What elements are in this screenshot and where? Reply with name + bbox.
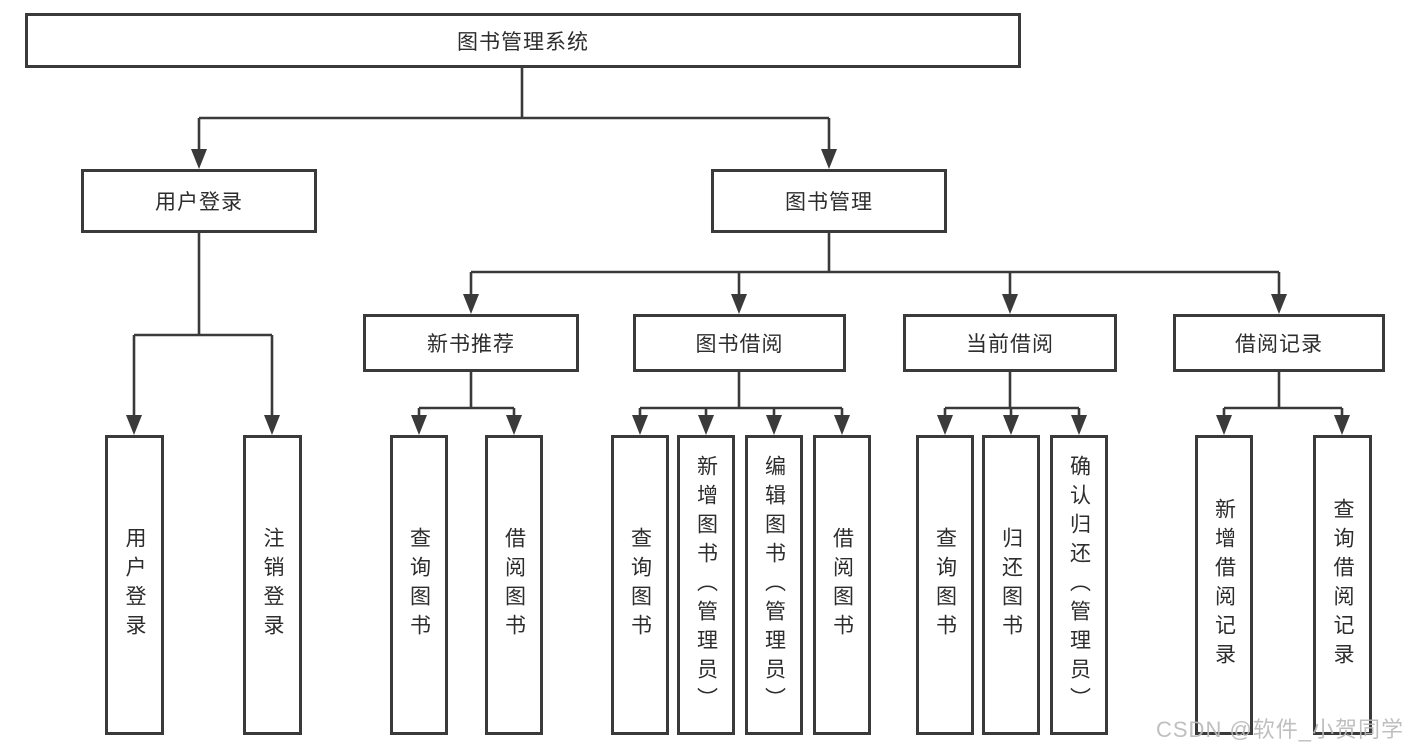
node-borrowing-records: 借阅记录 bbox=[1173, 314, 1385, 372]
arrow-down-icon bbox=[731, 294, 747, 314]
node-label: 用户登录 bbox=[123, 527, 146, 643]
node-label: 查询图书 bbox=[933, 527, 957, 643]
leaf-borrow-books-recommend: 借阅图书 bbox=[485, 435, 543, 735]
arrow-down-icon bbox=[632, 415, 648, 435]
leaf-logout: 注销登录 bbox=[243, 435, 302, 735]
node-label: 查询图书 bbox=[628, 527, 652, 643]
leaf-borrow-books: 借阅图书 bbox=[813, 435, 871, 735]
arrow-down-icon bbox=[1334, 415, 1350, 435]
leaf-add-book-admin: 新增图书（管理员） bbox=[677, 435, 735, 735]
node-label: 新增借阅记录 bbox=[1212, 498, 1236, 672]
arrow-down-icon bbox=[506, 415, 522, 435]
connector-new-book-recommend bbox=[417, 372, 516, 418]
connector-user-login bbox=[132, 233, 274, 418]
leaf-query-books-borrowing: 查询图书 bbox=[611, 435, 669, 735]
arrow-down-icon bbox=[264, 415, 280, 435]
node-label: 归还图书 bbox=[999, 527, 1023, 643]
leaf-query-books-recommend: 查询图书 bbox=[390, 435, 448, 735]
arrowheads bbox=[126, 149, 1350, 435]
node-label: 用户登录 bbox=[155, 191, 243, 214]
connector-current-borrowing bbox=[943, 372, 1081, 418]
node-label: 新书推荐 bbox=[427, 333, 515, 356]
node-label: 借阅图书 bbox=[830, 527, 854, 643]
leaf-query-books-current: 查询图书 bbox=[916, 435, 974, 735]
node-user-login: 用户登录 bbox=[81, 169, 317, 233]
arrow-down-icon bbox=[126, 415, 142, 435]
node-label: 图书管理系统 bbox=[457, 30, 589, 54]
arrow-down-icon bbox=[1002, 294, 1018, 314]
node-new-book-recommend: 新书推荐 bbox=[363, 314, 579, 372]
connector-borrowing-records bbox=[1222, 372, 1344, 418]
node-book-borrowing: 图书借阅 bbox=[633, 314, 846, 372]
node-label: 当前借阅 bbox=[966, 333, 1054, 356]
node-book-management: 图书管理 bbox=[711, 169, 947, 233]
node-label: 确认归还（管理员） bbox=[1067, 454, 1091, 716]
arrow-down-icon bbox=[1271, 294, 1287, 314]
connector-book-management bbox=[469, 233, 1281, 297]
node-label: 新增图书（管理员） bbox=[694, 454, 718, 716]
leaf-confirm-return-admin: 确认归还（管理员） bbox=[1050, 435, 1108, 735]
node-current-borrowing: 当前借阅 bbox=[903, 314, 1117, 372]
arrow-down-icon bbox=[1003, 415, 1019, 435]
leaf-user-login: 用户登录 bbox=[105, 435, 164, 735]
node-label: 查询图书 bbox=[407, 527, 431, 643]
node-label: 图书管理 bbox=[785, 191, 873, 214]
arrow-down-icon bbox=[1216, 415, 1232, 435]
arrow-down-icon bbox=[191, 149, 207, 169]
leaf-edit-book-admin: 编辑图书（管理员） bbox=[745, 435, 803, 735]
node-label: 借阅图书 bbox=[502, 527, 526, 643]
leaf-query-borrow-record: 查询借阅记录 bbox=[1313, 435, 1372, 735]
node-label: 借阅记录 bbox=[1235, 333, 1323, 356]
csdn-watermark: CSDN @软件_小贺同学 bbox=[1156, 717, 1405, 742]
leaf-return-books: 归还图书 bbox=[982, 435, 1040, 735]
arrow-down-icon bbox=[766, 415, 782, 435]
connector-book-borrowing bbox=[638, 372, 844, 418]
node-label: 图书借阅 bbox=[695, 333, 784, 356]
node-label: 查询借阅记录 bbox=[1331, 498, 1354, 672]
arrow-down-icon bbox=[821, 149, 837, 169]
connector-root bbox=[197, 68, 831, 152]
arrow-down-icon bbox=[937, 415, 953, 435]
node-label: 注销登录 bbox=[261, 527, 284, 643]
node-label: 编辑图书（管理员） bbox=[762, 454, 786, 716]
node-root: 图书管理系统 bbox=[25, 13, 1021, 68]
arrow-down-icon bbox=[698, 415, 714, 435]
arrow-down-icon bbox=[834, 415, 850, 435]
arrow-down-icon bbox=[411, 415, 427, 435]
arrow-down-icon bbox=[1071, 415, 1087, 435]
leaf-add-borrow-record: 新增借阅记录 bbox=[1195, 435, 1253, 735]
arrow-down-icon bbox=[463, 294, 479, 314]
